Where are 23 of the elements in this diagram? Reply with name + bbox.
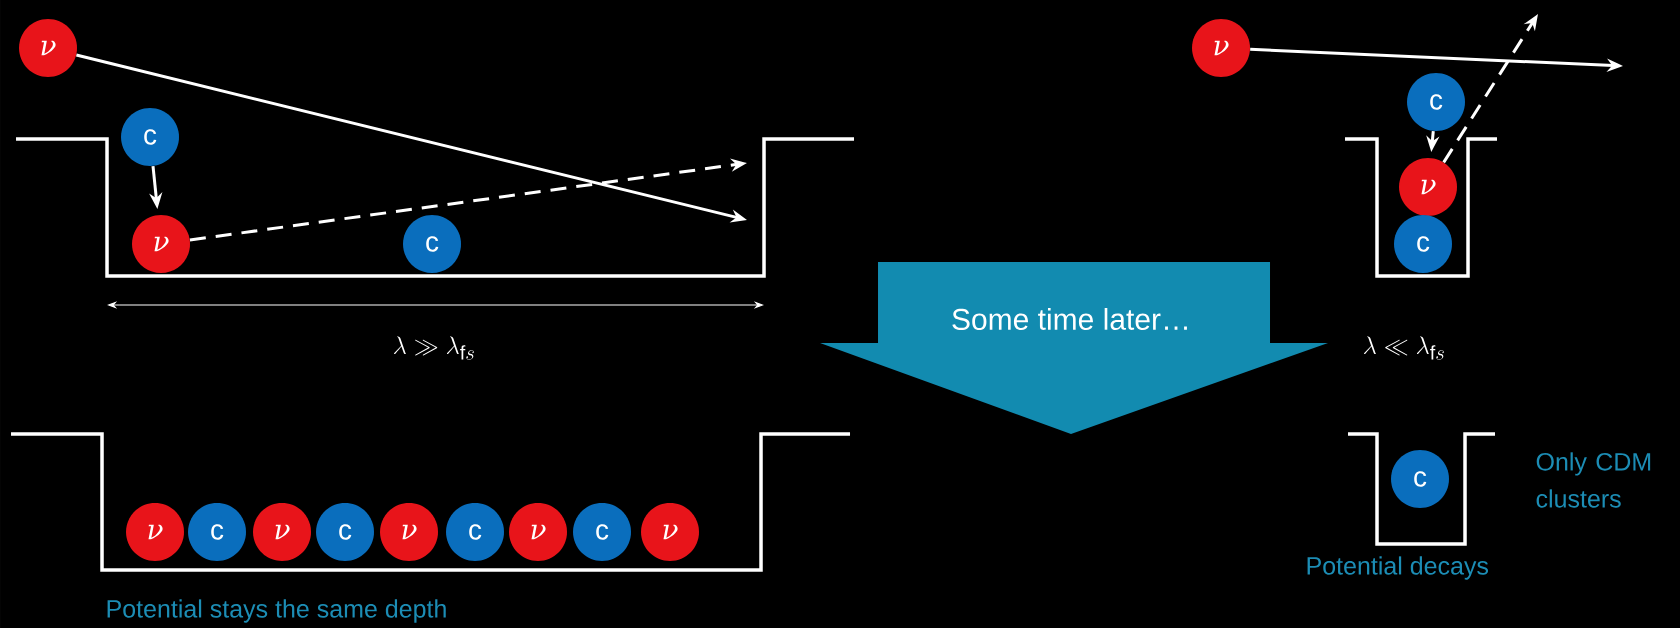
neutrino-ball: ν <box>380 503 438 561</box>
cdm-ball: c <box>1407 73 1465 131</box>
neutrino-ball: ν <box>253 503 311 561</box>
cdm-ball: c <box>403 215 461 273</box>
neutrino-ball: ν <box>132 215 190 273</box>
cdm-ball: c <box>1394 215 1452 273</box>
cdm-ball: c <box>188 503 246 561</box>
neutrino-ball: ν <box>19 19 77 77</box>
formula-label: $\lambda \gg \lambda_{\mathrm{f}s}$ <box>394 336 474 360</box>
formula-label: $\lambda \ll \lambda_{\mathrm{f}s}$ <box>1364 336 1444 360</box>
cdm-ball: c <box>573 503 631 561</box>
neutrino-ball: ν <box>1192 19 1250 77</box>
neutrino-ball: ν <box>1399 158 1457 216</box>
neutrino-ball: ν <box>641 503 699 561</box>
caption-text: Potential decays <box>1307 556 1489 580</box>
cdm-ball: c <box>121 108 179 166</box>
neutrino-ball: ν <box>126 503 184 561</box>
caption-text: Potential stays the same depth <box>107 599 446 623</box>
neutrino-ball: ν <box>509 503 567 561</box>
cdm-ball: c <box>446 503 504 561</box>
caption-text: Only CDM clusters <box>1536 452 1651 508</box>
cdm-ball: c <box>1391 450 1449 508</box>
cdm-ball: c <box>316 503 374 561</box>
